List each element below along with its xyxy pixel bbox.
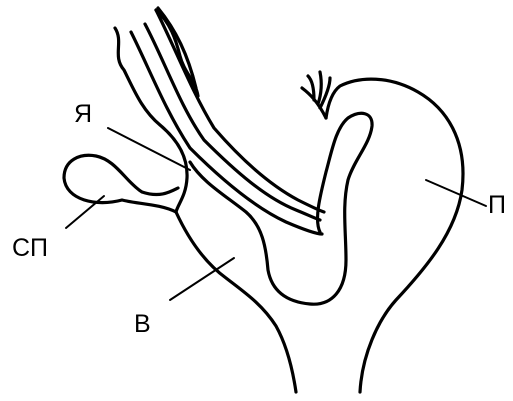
organ-outline (64, 8, 463, 392)
label-ya: Я (74, 100, 92, 128)
label-p: П (488, 191, 506, 219)
inner-loop-contour (190, 113, 372, 304)
duct-line-outer (131, 32, 322, 234)
leader-ya (108, 128, 190, 170)
label-v: В (134, 310, 151, 338)
leader-lines (66, 128, 486, 300)
duct-line-inner (156, 10, 324, 212)
diagram-labels: Я СП В П (12, 100, 506, 338)
label-sp: СП (12, 234, 48, 262)
leader-v (170, 258, 234, 300)
leader-p (426, 180, 486, 206)
lower-outer-contour (176, 212, 296, 392)
small-sac-contour (64, 155, 178, 212)
